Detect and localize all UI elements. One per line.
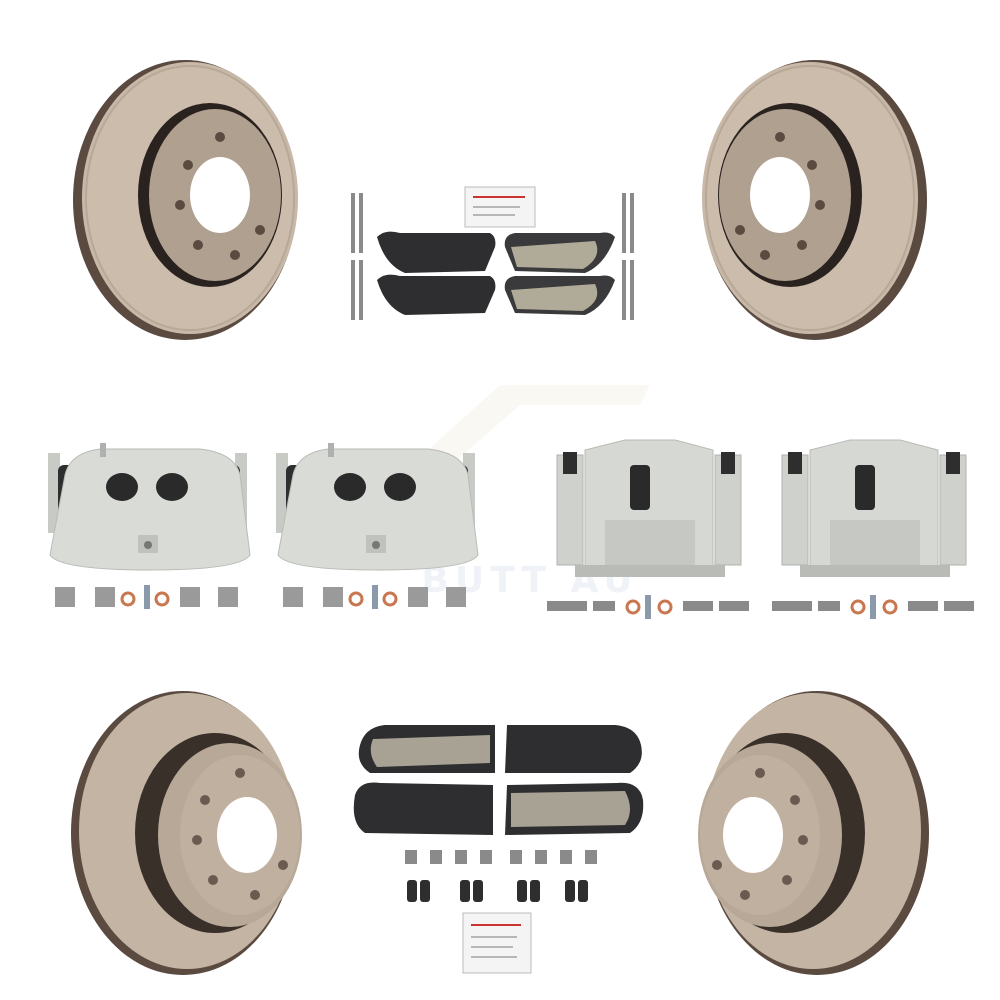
rear-left-rotor [71,691,302,975]
front-left-rotor [73,60,298,340]
hardware-bushings [407,880,588,902]
caliper-hardware-row [547,595,749,619]
rear-pad-set [351,186,634,320]
front-right-rotor [702,60,927,340]
hardware-clips [405,850,597,864]
front-pad-set [353,725,644,974]
watermark-logo [400,385,650,475]
rear-right-rotor [698,691,929,975]
instruction-packet-icon [464,186,536,228]
caliper-hardware-row [55,585,238,609]
rear-caliper-1 [547,439,749,619]
front-caliper-2 [276,443,479,609]
front-caliper-1 [48,443,251,609]
instruction-packet-icon [462,912,532,974]
rear-caliper-2 [772,439,974,619]
